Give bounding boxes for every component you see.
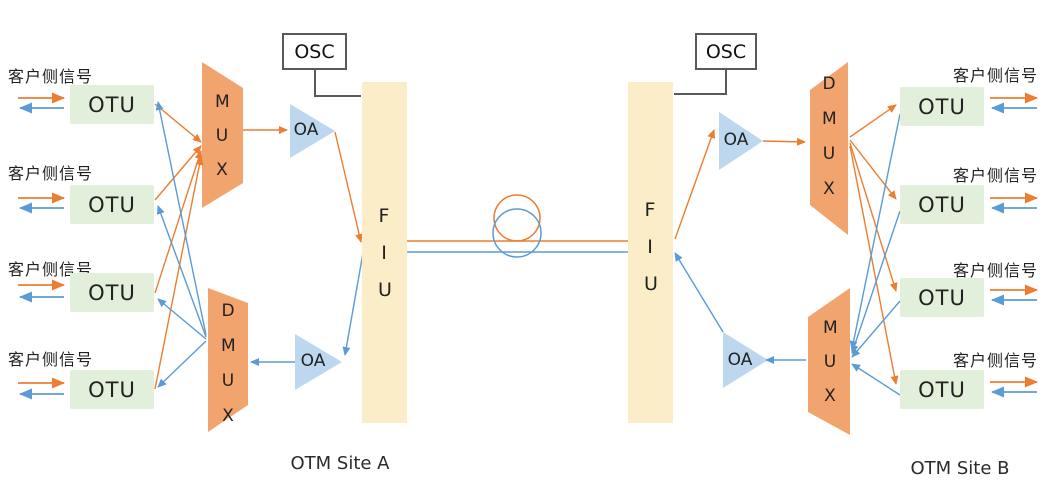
client-signal-label: 客户侧信号	[8, 164, 94, 183]
oa-rx-b-label: OA	[727, 350, 753, 370]
otu-box: OTU	[70, 85, 154, 124]
dmux-b-label: DMUX	[822, 74, 837, 199]
otu4b-to-mux	[851, 363, 901, 396]
osc-b-link	[674, 70, 727, 95]
dmux-to-otu-a-links	[155, 101, 207, 388]
otu-box: OTU	[900, 185, 984, 224]
dmux-to-otu3b	[849, 142, 898, 292]
fiu-a-box	[362, 82, 407, 423]
otu2a-to-mux	[154, 145, 202, 201]
oa-rx-a-shape	[295, 334, 342, 390]
fiu-b-label: FIU	[644, 199, 658, 295]
mux-a-label: MUX	[215, 92, 230, 180]
dmux-to-otu2b	[849, 139, 897, 200]
client-signal-label: 客户侧信号	[953, 66, 1039, 85]
dmux-a-shape	[208, 288, 248, 432]
fiber-coil-orange	[493, 194, 541, 242]
otu4a-to-mux	[154, 156, 204, 390]
client-signal-label: 客户侧信号	[8, 67, 94, 86]
fiu-a-to-oa	[342, 252, 364, 356]
oa-b-to-fiu	[674, 252, 724, 333]
dmux-to-otu1a	[155, 101, 207, 336]
mux-a-shape	[202, 62, 243, 208]
client-signal-label: 客户侧信号	[953, 166, 1039, 185]
client-arrows-a	[18, 92, 65, 400]
dmux-to-otu3a	[157, 298, 207, 340]
oa-tx-a-shape	[290, 104, 335, 158]
oa-tx-b-shape	[719, 112, 763, 170]
otu2b-to-mux	[850, 210, 901, 354]
oa-a-to-fiu	[334, 131, 364, 243]
dmux-to-otu-b-links	[849, 104, 899, 385]
dmux-to-otu4b	[849, 145, 899, 385]
otu-box: OTU	[900, 370, 984, 409]
fiu-b-box	[628, 82, 673, 423]
client-signal-label: 客户侧信号	[953, 351, 1039, 370]
dmux-to-otu2a	[156, 205, 207, 338]
oa-tx-b-label: OA	[723, 130, 749, 150]
client-signal-label: 客户侧信号	[953, 261, 1039, 280]
otu-to-mux-a-links	[154, 103, 204, 390]
fiber-coil-blue	[492, 208, 542, 258]
otu3b-to-mux	[851, 300, 901, 358]
dmux-b-shape	[810, 62, 848, 235]
dmux-a-label: DMUX	[221, 301, 236, 426]
dmux-to-otu1b	[849, 104, 897, 138]
oa-rx-a-label: OA	[300, 351, 326, 371]
mux-b-shape	[808, 288, 850, 435]
otu-box: OTU	[70, 370, 154, 409]
otu-box: OTU	[70, 185, 154, 224]
mux-b-label: MUX	[823, 318, 838, 406]
otu-box: OTU	[900, 87, 984, 126]
oa-rx-b-shape	[723, 332, 768, 388]
osc-b-box: OSC	[695, 33, 757, 70]
otu-box: OTU	[70, 273, 154, 312]
fiu-a-label: FIU	[378, 205, 392, 301]
oa-b-to-dmux	[762, 137, 806, 146]
oa-tx-a-label: OA	[293, 120, 319, 140]
otu1b-to-mux	[849, 113, 901, 350]
osc-a-link	[314, 70, 361, 97]
client-signal-label: 客户侧信号	[8, 350, 94, 369]
client-arrows-b	[990, 92, 1038, 398]
site-a-title: OTM Site A	[290, 453, 390, 474]
otu-box: OTU	[900, 278, 984, 317]
osc-a-box: OSC	[282, 33, 347, 70]
fiu-b-to-oa	[674, 129, 716, 240]
otu3a-to-mux	[154, 150, 203, 294]
site-b-title: OTM Site B	[910, 458, 1010, 479]
otu-to-mux-b-links	[849, 113, 901, 396]
dmux-to-otu4a	[157, 340, 207, 388]
